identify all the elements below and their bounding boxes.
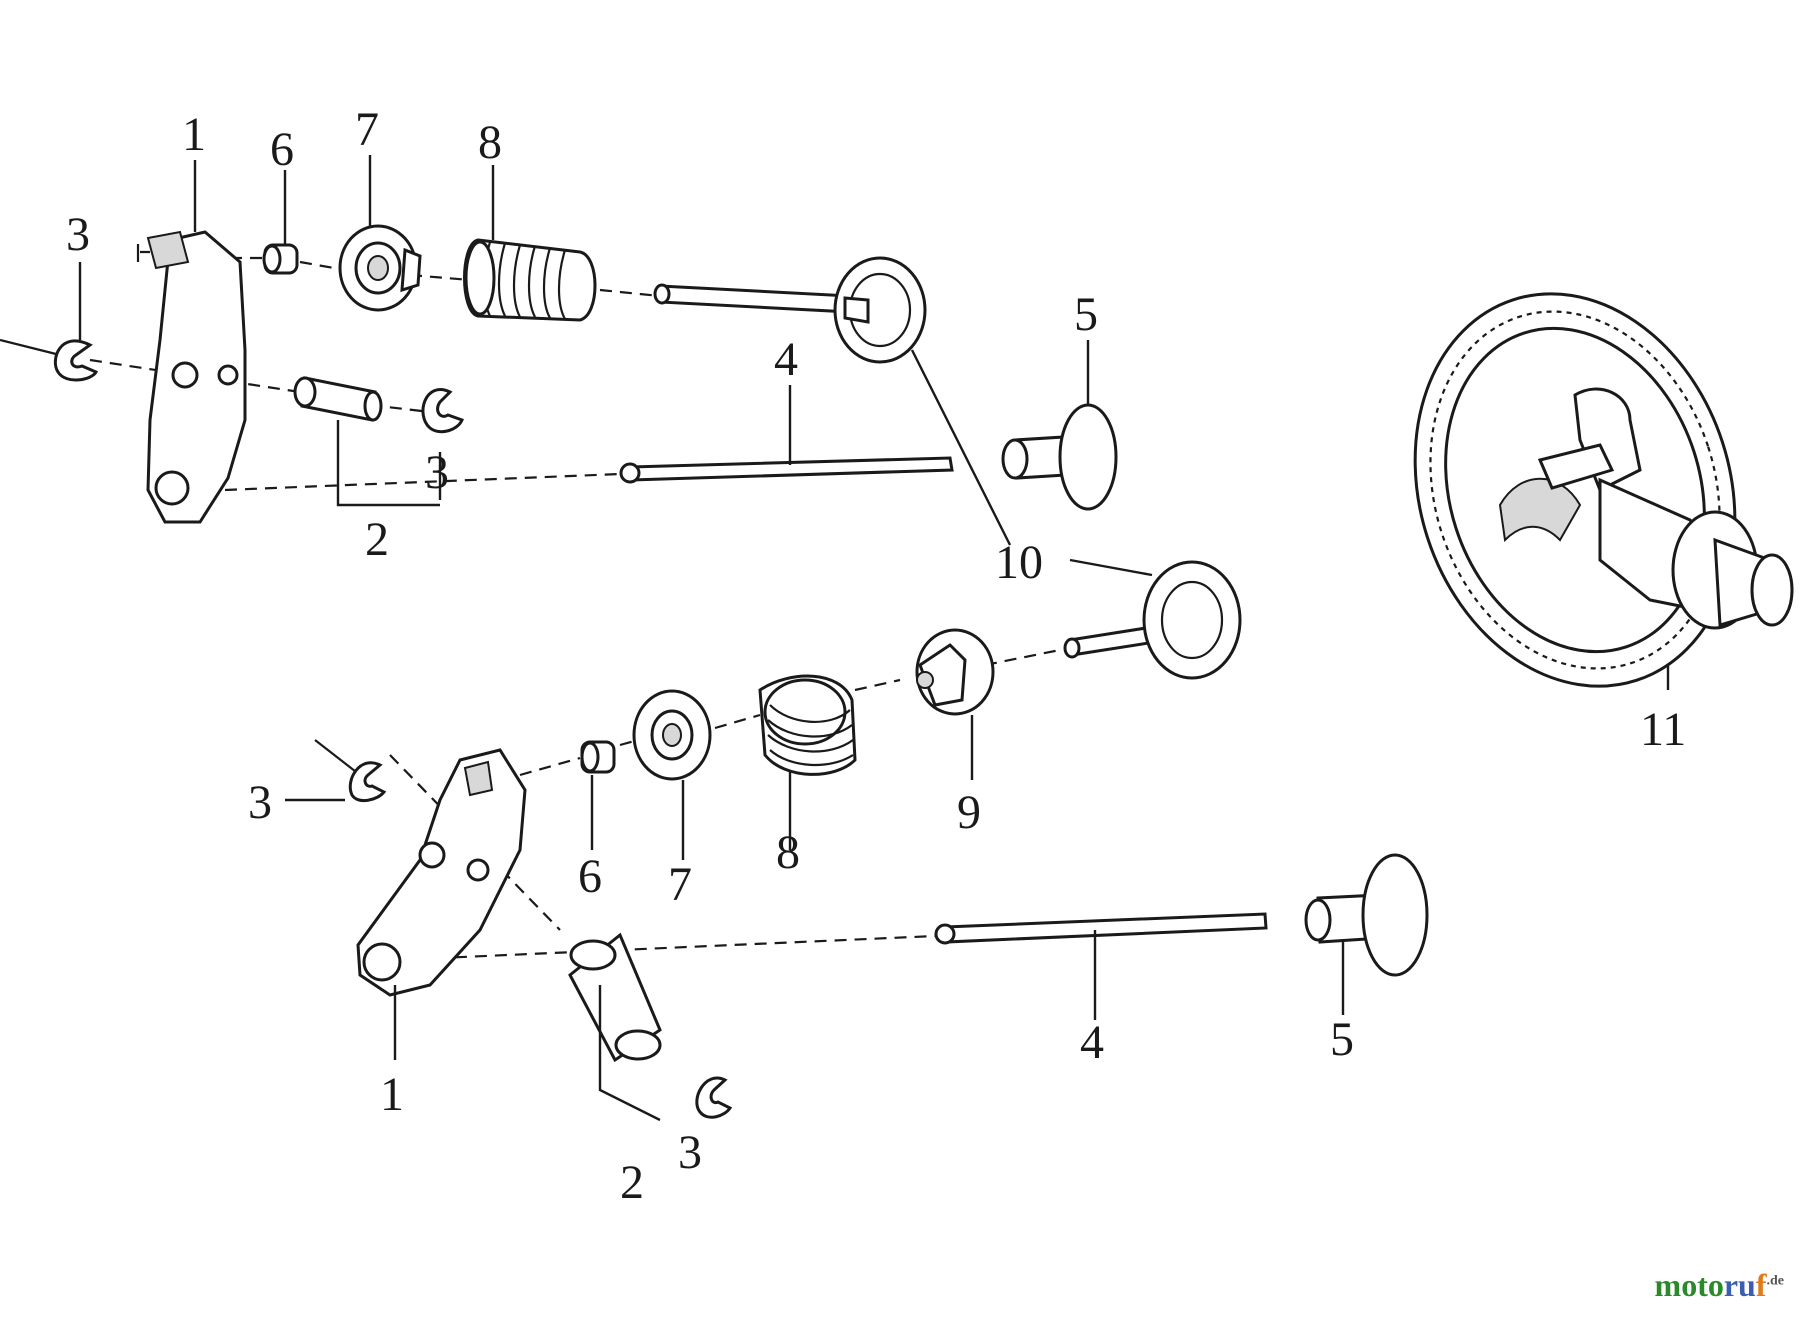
callout-bottom-9: 9 [957, 786, 981, 839]
callout-bottom-7: 7 [668, 858, 692, 911]
top-valve [653, 256, 927, 364]
callout-bottom-1: 1 [380, 1068, 404, 1121]
bottom-e-clip-left [348, 761, 387, 803]
top-valve-cap [262, 243, 299, 275]
brand-watermark: motoruf.de [1655, 1267, 1784, 1304]
callout-bottom-8: 8 [776, 826, 800, 879]
callout-labels: 1 6 7 8 3 3 2 4 5 10 11 3 6 7 8 9 1 2 3 … [66, 103, 1686, 1209]
top-pushrod-axis [224, 472, 621, 492]
bottom-valve-cap [580, 740, 616, 774]
bottom-pushrod-axis [394, 934, 936, 962]
bottom-tappet [1304, 853, 1429, 977]
bottom-rocker-pin [568, 932, 662, 1063]
top-clip-axis-start [0, 338, 61, 357]
bottom-push-rod [934, 912, 1268, 945]
callout-top-3a: 3 [66, 208, 90, 261]
bottom-rocker-arm [356, 748, 527, 997]
callout-bottom-2: 2 [620, 1156, 644, 1209]
top-assembly [0, 155, 1670, 690]
watermark-part-3: f [1755, 1267, 1767, 1303]
callout-bottom-3a: 3 [248, 776, 272, 829]
bottom-valve-spring [758, 674, 857, 776]
bottom-spring-retainer [632, 689, 712, 781]
callout-top-2: 2 [365, 513, 389, 566]
top-spring-retainer [338, 224, 422, 312]
callout-bottom-3b: 3 [678, 1126, 702, 1179]
top-valve-spring [463, 238, 597, 322]
top-push-rod [619, 456, 954, 484]
bottom-valve-axis [519, 648, 1061, 777]
callout-top-6: 6 [270, 123, 294, 176]
callout-bottom-6: 6 [578, 850, 602, 903]
watermark-tld: .de [1766, 1273, 1785, 1289]
callout-top-4: 4 [774, 333, 798, 386]
callout-mid-10: 10 [995, 536, 1043, 589]
watermark-part-1: moto [1654, 1267, 1724, 1303]
bottom-valve [1063, 560, 1242, 680]
callout-top-3b: 3 [425, 446, 449, 499]
callout-cam-11: 11 [1640, 703, 1686, 756]
top-tappet [1001, 403, 1118, 511]
watermark-part-2: ru [1723, 1267, 1756, 1303]
top-rocker-arm [136, 230, 247, 524]
callout-top-5: 5 [1074, 288, 1098, 341]
callout-bottom-5: 5 [1330, 1013, 1354, 1066]
bottom-assembly [285, 560, 1429, 1122]
callout-top-1: 1 [182, 108, 206, 161]
bottom-clip-axis-start [314, 739, 361, 776]
bottom-e-clip-right [695, 1076, 733, 1119]
bottom-valve-seal [915, 628, 995, 716]
top-e-clip-right [421, 388, 464, 434]
top-rocker-pin [293, 376, 383, 422]
callout-bottom-4: 4 [1080, 1016, 1104, 1069]
top-e-clip-left [53, 339, 99, 382]
callout-top-8: 8 [478, 116, 502, 169]
callout-top-7: 7 [355, 103, 379, 156]
camshaft-gear [1413, 292, 1794, 688]
